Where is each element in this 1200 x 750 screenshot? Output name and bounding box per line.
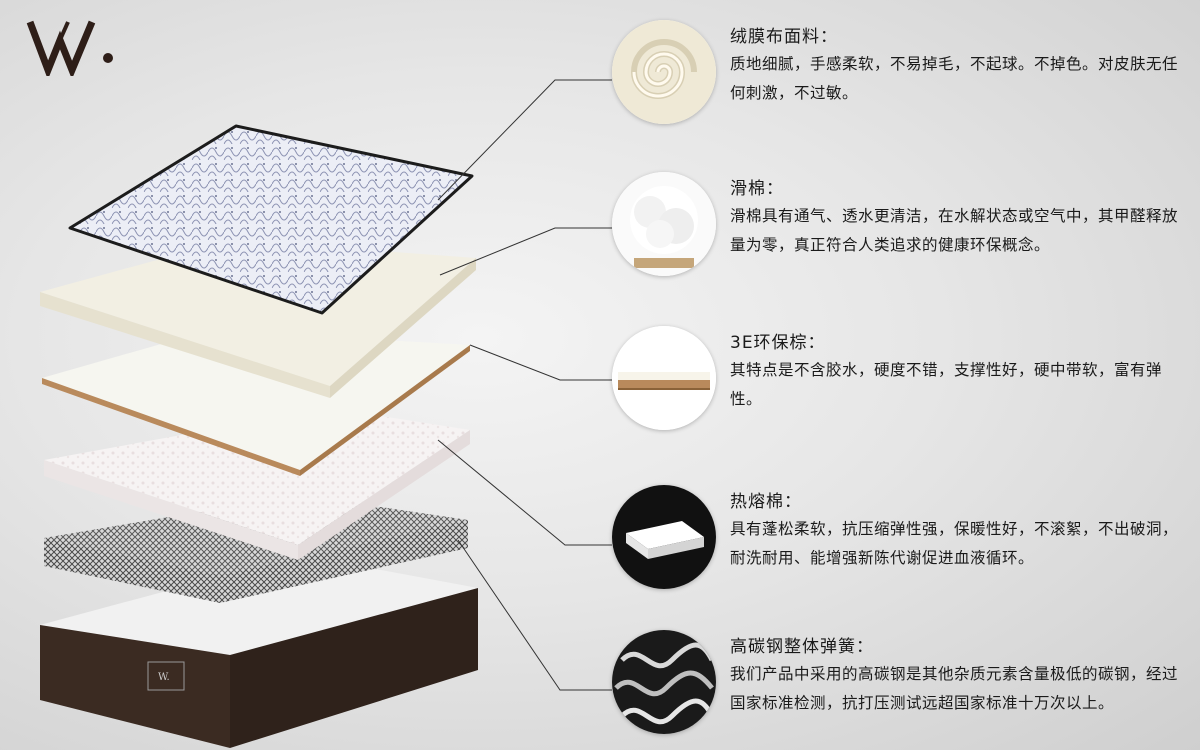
foam-block-icon bbox=[612, 485, 716, 589]
feature-slide-cotton: 滑棉： 滑棉具有通气、透水更清洁，在水解状态或空气中，其甲醛释放量为零，真正符合… bbox=[612, 172, 1192, 282]
feature-title: 高碳钢整体弹簧： bbox=[730, 637, 874, 657]
feature-title: 3E环保棕： bbox=[730, 333, 826, 353]
feature-title: 热熔棉： bbox=[730, 492, 802, 512]
feature-description: 质地细腻，手感柔软，不易掉毛，不起球。不掉色。对皮肤无任何刺激，不过敏。 bbox=[730, 55, 1179, 102]
palm-board-icon bbox=[612, 326, 716, 430]
brand-logo bbox=[26, 20, 113, 76]
feature-description: 滑棉具有通气、透水更清洁，在水解状态或空气中，其甲醛释放量为零，真正符合人类追求… bbox=[730, 207, 1179, 254]
fabric-swirl-icon bbox=[612, 20, 716, 124]
feature-description: 其特点是不含胶水，硬度不错，支撑性好，硬中带软，富有弹性。 bbox=[730, 361, 1163, 408]
svg-text:W.: W. bbox=[158, 672, 170, 683]
base-mattress: W. bbox=[40, 555, 478, 748]
hotmelt-layer bbox=[44, 408, 470, 560]
feature-title: 绒膜布面料： bbox=[730, 27, 838, 47]
feature-title: 滑棉： bbox=[730, 179, 784, 199]
feature-description: 我们产品中采用的高碳钢是其他杂质元素含量极低的碳钢，经过国家标准检测，抗打压测试… bbox=[730, 665, 1179, 712]
feature-description: 具有蓬松柔软，抗压缩弹性强，保暖性好，不滚絮，不出破洞，耐洗耐用、能增强新陈代谢… bbox=[730, 520, 1179, 567]
feature-steel-spring: 高碳钢整体弹簧： 我们产品中采用的高碳钢是其他杂质元素含量极低的碳钢，经过国家标… bbox=[612, 630, 1192, 740]
slide-cotton-layer bbox=[40, 240, 476, 398]
steel-spring-icon bbox=[612, 630, 716, 734]
cotton-ball-icon bbox=[612, 172, 716, 276]
feature-hotmelt-cotton: 热熔棉： 具有蓬松柔软，抗压缩弹性强，保暖性好，不滚絮，不出破洞，耐洗耐用、能增… bbox=[612, 485, 1192, 595]
feature-velvet-fabric: 绒膜布面料： 质地细腻，手感柔软，不易掉毛，不起球。不掉色。对皮肤无任何刺激，不… bbox=[612, 20, 1192, 130]
feature-palm-board: 3E环保棕： 其特点是不含胶水，硬度不错，支撑性好，硬中带软，富有弹性。 bbox=[612, 326, 1192, 436]
mattress-exploded-view: W. bbox=[40, 124, 478, 748]
